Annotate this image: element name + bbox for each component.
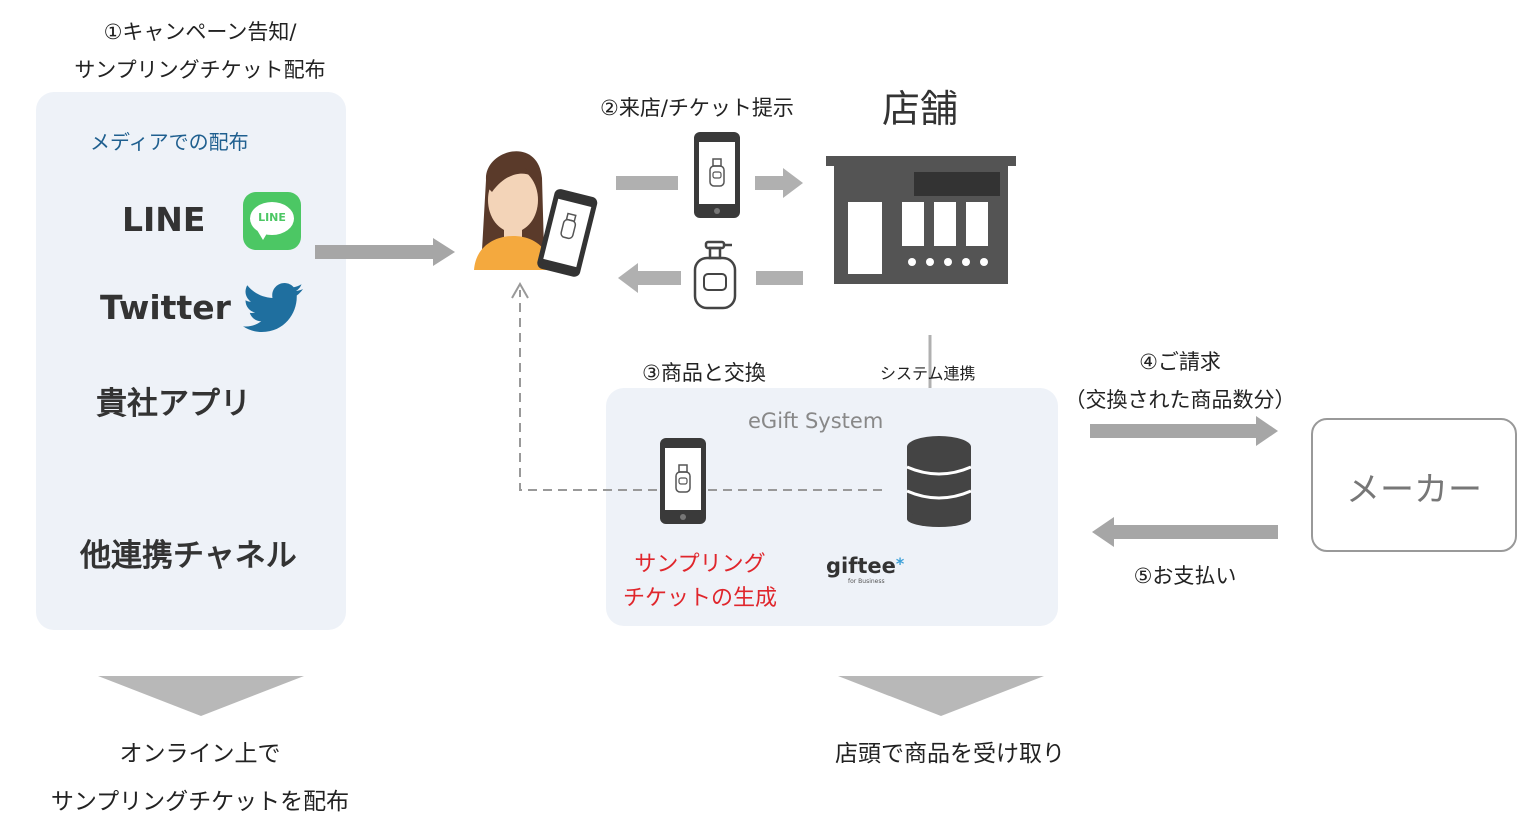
- database-icon: [906, 436, 972, 527]
- other-channel-label: 他連携チャネル: [80, 538, 297, 574]
- line-icon: LINE: [243, 192, 301, 250]
- phone-ticket-icon: [694, 132, 740, 218]
- step2-label: ②来店/チケット提示: [600, 96, 794, 120]
- ticket-gen-line1: サンプリング: [634, 552, 766, 577]
- step3-label: ③商品と交換: [642, 361, 766, 385]
- twitter-bird-icon: [243, 283, 303, 332]
- step1-label-line1: ①キャンペーン告知/: [103, 20, 297, 44]
- system-link-label: システム連携: [880, 364, 976, 383]
- maker-label: メーカー: [1346, 470, 1482, 510]
- app-label: 貴社アプリ: [96, 386, 251, 422]
- step4-label-line2: （交換された商品数分）: [1064, 388, 1296, 412]
- bottom-left-line2: サンプリングチケットを配布: [50, 789, 350, 815]
- giftee-logo-star: *: [895, 554, 905, 573]
- step1-label-line2: サンプリングチケット配布: [74, 58, 326, 82]
- step4-label-line1: ④ご請求: [1139, 350, 1221, 374]
- step5-label: ⑤お支払い: [1133, 564, 1237, 588]
- twitter-label: Twitter: [100, 288, 231, 327]
- line-label: LINE: [122, 200, 206, 239]
- giftee-logo-text: giftee: [826, 554, 896, 578]
- line-icon-text: LINE: [258, 211, 286, 224]
- ticket-gen-line2: チケットの生成: [622, 586, 777, 611]
- egift-panel-title: eGift System: [748, 409, 884, 433]
- maker-box: [1311, 418, 1517, 552]
- bottom-left-line1: オンライン上で: [119, 741, 281, 767]
- product-bottle-icon: [693, 240, 737, 310]
- giftee-logo-sub: for Business: [848, 578, 885, 585]
- bottom-right-label: 店頭で商品を受け取り: [835, 741, 1065, 767]
- media-panel-title: メディアでの配布: [90, 130, 249, 154]
- giftee-logo: giftee*: [826, 554, 904, 578]
- store-label: 店舗: [882, 87, 959, 131]
- person-icon: [474, 151, 598, 277]
- media-panel: [36, 92, 346, 630]
- store-icon: [826, 156, 1016, 284]
- generated-ticket-phone-icon: [660, 438, 706, 524]
